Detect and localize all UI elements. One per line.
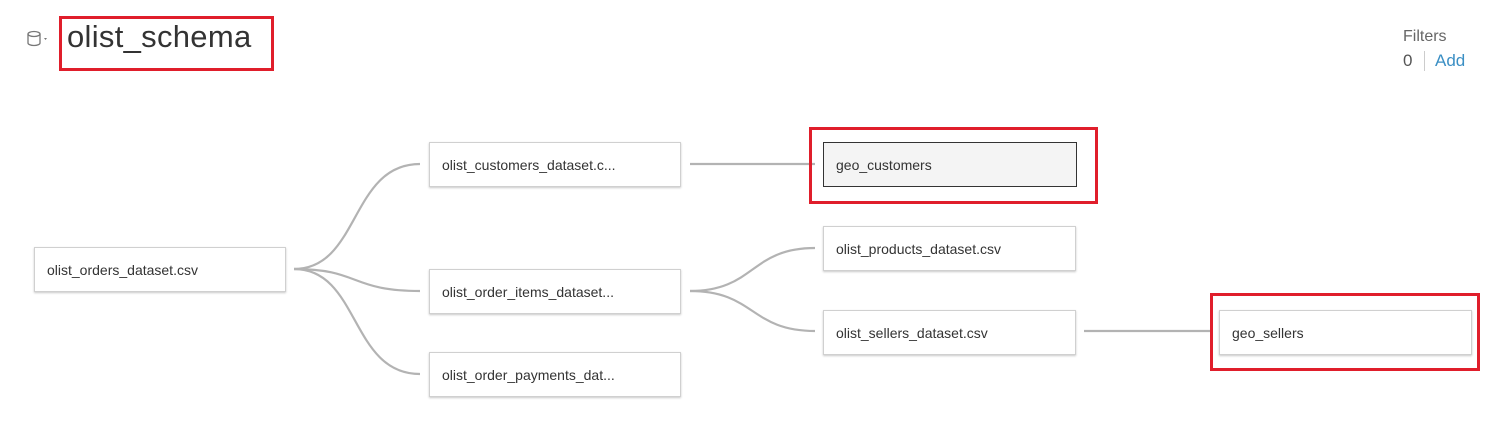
table-name: olist_customers_dataset.c... bbox=[442, 156, 616, 173]
filters-divider bbox=[1424, 51, 1425, 71]
database-icon[interactable] bbox=[26, 30, 50, 48]
link-order-items-products bbox=[689, 246, 816, 293]
table-name: geo_customers bbox=[836, 156, 932, 173]
table-node-geo-sellers[interactable]: geo_sellers bbox=[1219, 310, 1472, 355]
table-name: olist_products_dataset.csv bbox=[836, 240, 1001, 257]
link-orders-order-items bbox=[293, 267, 421, 293]
table-node-sellers[interactable]: olist_sellers_dataset.csv bbox=[823, 310, 1076, 355]
table-name: olist_orders_dataset.csv bbox=[47, 261, 198, 278]
table-name: olist_order_items_dataset... bbox=[442, 283, 614, 300]
link-orders-customers bbox=[293, 162, 421, 271]
chevron-down-icon bbox=[44, 38, 47, 40]
add-filter-link[interactable]: Add bbox=[1435, 51, 1466, 70]
table-name: olist_order_payments_dat... bbox=[442, 366, 615, 383]
table-node-customers[interactable]: olist_customers_dataset.c... bbox=[429, 142, 681, 187]
table-name: geo_sellers bbox=[1232, 324, 1304, 341]
filters-label: Filters bbox=[1403, 28, 1447, 45]
table-node-orders[interactable]: olist_orders_dataset.csv bbox=[34, 247, 286, 292]
table-node-products[interactable]: olist_products_dataset.csv bbox=[823, 226, 1076, 271]
link-order-items-sellers bbox=[689, 289, 816, 333]
table-name: olist_sellers_dataset.csv bbox=[836, 324, 988, 341]
table-node-geo-customers[interactable]: geo_customers bbox=[823, 142, 1077, 187]
link-orders-order-payments bbox=[293, 267, 421, 376]
table-node-order-payments[interactable]: olist_order_payments_dat... bbox=[429, 352, 681, 397]
schema-title[interactable]: olist_schema bbox=[67, 19, 252, 54]
table-node-order-items[interactable]: olist_order_items_dataset... bbox=[429, 269, 681, 314]
filters-count: 0 bbox=[1403, 51, 1413, 70]
